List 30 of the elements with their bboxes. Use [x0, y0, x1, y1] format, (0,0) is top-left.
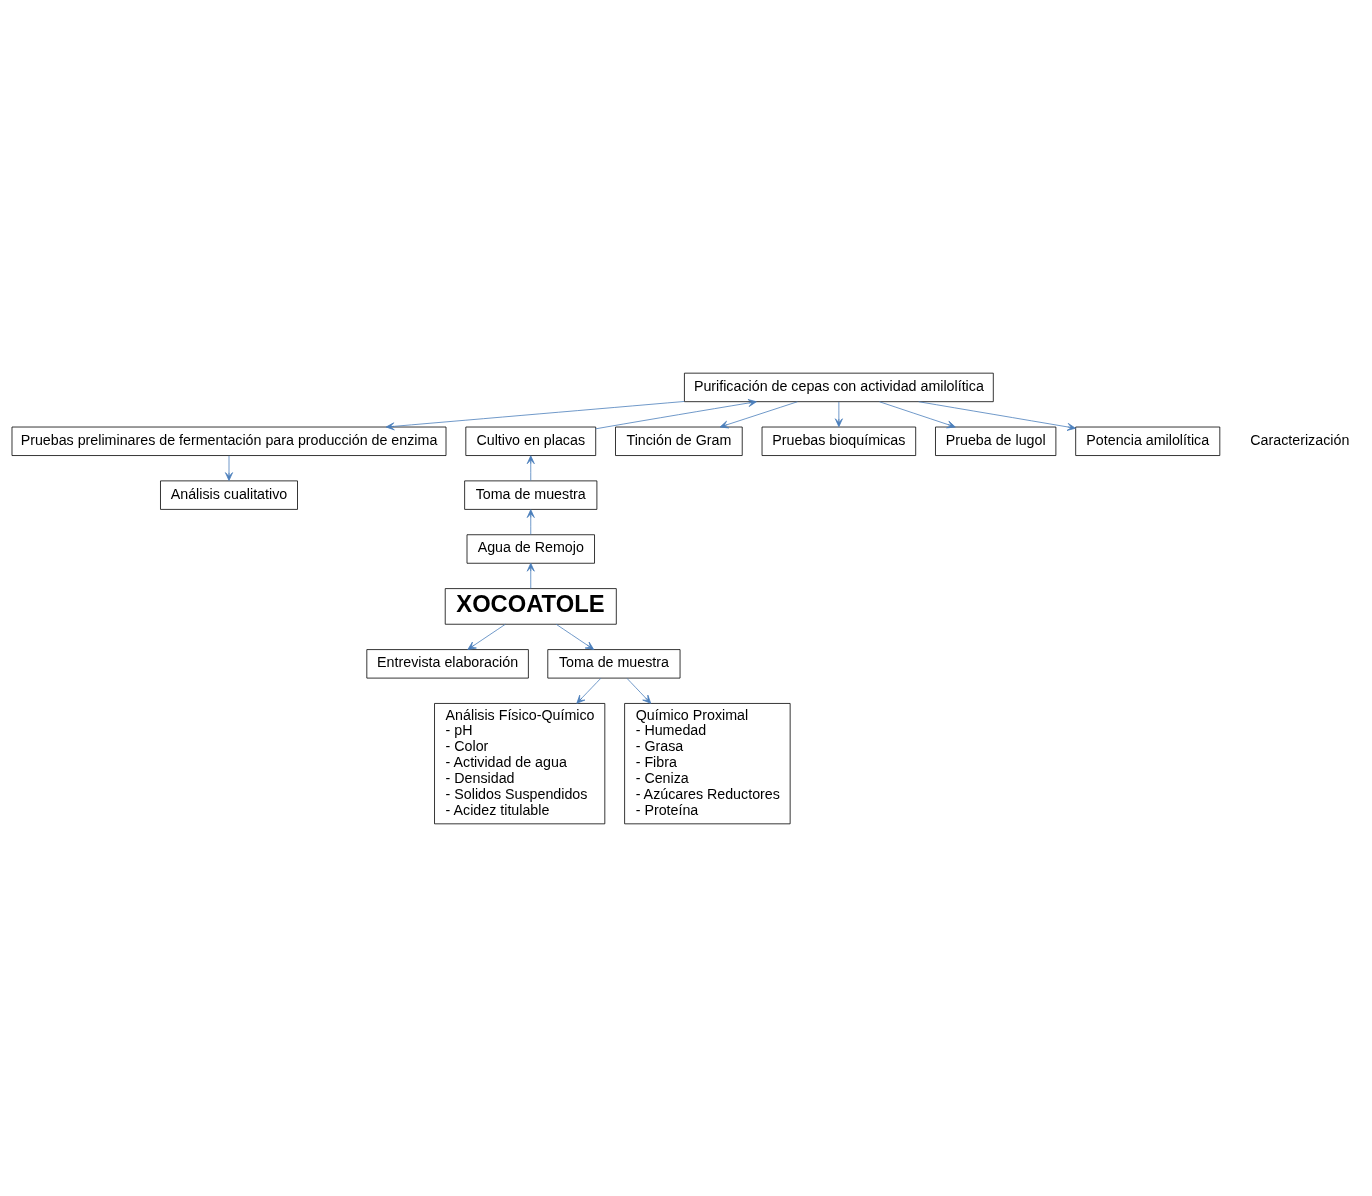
node-box: Pruebas preliminares de fermentación para producción de enzima: [11, 426, 447, 456]
node-box: XOCOATOLE: [444, 587, 617, 625]
node-box: Análisis Físico-Químico - pH - Color - Actividad de agua - Densidad - Solidos Suspendidos - Acidez titulable: [434, 702, 606, 824]
arrow: [879, 400, 956, 428]
node-box: Purificación de cepas con actividad amilolítica: [684, 372, 994, 402]
node-box: Toma de muestra: [464, 480, 598, 510]
arrow: [834, 401, 843, 427]
arrow: [719, 400, 798, 428]
arrow: [555, 623, 595, 650]
arrow: [526, 454, 535, 481]
node-box: Químico Proximal - Humedad - Grasa - Fibra - Ceniza - Azúcares Reductores - Proteína: [624, 702, 791, 824]
node-box: Tinción de Gram: [615, 426, 743, 456]
node-box: Toma de muestra: [547, 648, 681, 678]
node-box: Potencia amilolítica: [1075, 426, 1221, 456]
arrow: [576, 677, 602, 704]
arrow: [918, 400, 1076, 431]
node-box: Prueba de lugol: [935, 426, 1057, 456]
arrow: [595, 398, 757, 429]
arrow: [467, 623, 506, 650]
arrow: [526, 508, 535, 535]
arrow: [526, 562, 535, 589]
arrow: [626, 677, 652, 704]
label: Caracterización: [1250, 431, 1350, 448]
node-box: Cultivo en placas: [465, 426, 597, 456]
arrow: [385, 400, 685, 430]
arrow: [225, 454, 233, 481]
node-box: Entrevista elaboración: [366, 648, 529, 678]
node-box: Análisis cualitativo: [160, 480, 298, 510]
node-box: Agua de Remojo: [466, 533, 595, 564]
node-box: Pruebas bioquímicas: [761, 426, 917, 456]
